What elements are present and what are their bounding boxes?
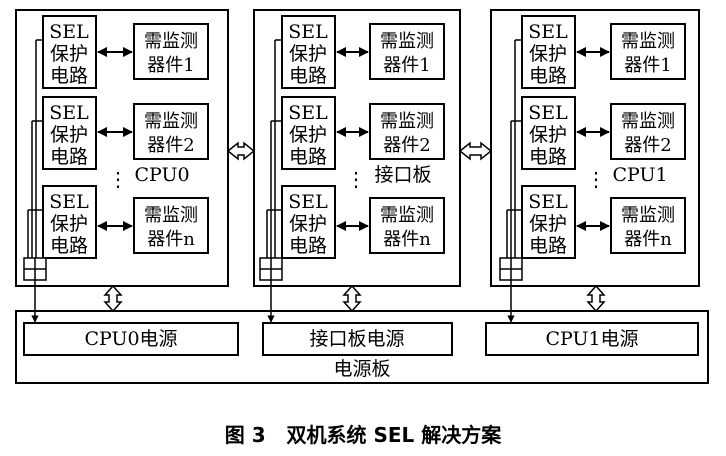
monitored-device-box: 需监测 器件2 (133, 103, 209, 160)
monitored-device-box: 需监测 器件n (133, 197, 209, 254)
sel-protection-circuit: SEL 保护 电路 (42, 96, 97, 170)
monitored-device-box: 需监测 器件n (610, 197, 686, 254)
svg-text:保护: 保护 (529, 124, 567, 146)
power-connector-icon (499, 257, 523, 281)
power-link-arrow (586, 284, 606, 313)
power-link-arrow (342, 284, 362, 313)
svg-text:保护: 保护 (529, 213, 567, 235)
svg-text:需监测: 需监测 (144, 111, 198, 132)
module-label: CPU0 (134, 164, 189, 186)
figure-caption: 图 3 双机系统 SEL 解决方案 (225, 423, 503, 447)
power-bus (27, 39, 43, 258)
svg-text:SEL: SEL (528, 191, 568, 213)
svg-text:电路: 电路 (529, 65, 567, 87)
svg-text:器件2: 器件2 (147, 135, 194, 156)
svg-text:需监测: 需监测 (144, 31, 198, 52)
sel-protection-circuit: SEL 保护 电路 (521, 96, 576, 170)
svg-text:CPU1电源: CPU1电源 (545, 328, 638, 350)
sel-protection-circuit: SEL 保护 电路 (281, 15, 336, 89)
power-supply-box: CPU1电源 (485, 322, 699, 356)
power-supply-box: CPU0电源 (23, 322, 239, 356)
power-bus (506, 39, 522, 258)
monitored-device-box: 需监测 器件2 (610, 103, 686, 160)
svg-text:需监测: 需监测 (380, 205, 434, 226)
svg-text:CPU0电源: CPU0电源 (84, 328, 177, 350)
svg-text:SEL: SEL (288, 191, 328, 213)
svg-text:器件2: 器件2 (383, 135, 430, 156)
sel-protection-circuit: SEL 保护 电路 (42, 185, 97, 259)
monitored-device-box: 需监测 器件1 (369, 23, 445, 80)
svg-text:电路: 电路 (289, 146, 327, 168)
svg-text:需监测: 需监测 (380, 31, 434, 52)
svg-text:电路: 电路 (289, 65, 327, 87)
module-link-arrow (458, 141, 493, 161)
svg-text:需监测: 需监测 (621, 111, 675, 132)
power-board-label: 电源板 (333, 358, 390, 380)
power-supply-box: 接口板电源 (262, 322, 453, 356)
svg-text:SEL: SEL (288, 102, 328, 124)
svg-text:器件n: 器件n (624, 229, 672, 250)
svg-text:保护: 保护 (50, 124, 88, 146)
sel-protection-circuit: SEL 保护 电路 (521, 15, 576, 89)
svg-text:SEL: SEL (528, 102, 568, 124)
svg-text:器件n: 器件n (383, 229, 431, 250)
svg-text:电路: 电路 (529, 235, 567, 257)
sel-protection-circuit: SEL 保护 电路 (42, 15, 97, 89)
sel-protection-circuit: SEL 保护 电路 (281, 185, 336, 259)
power-connector-icon (259, 257, 283, 281)
svg-text:电路: 电路 (50, 65, 88, 87)
svg-text:需监测: 需监测 (144, 205, 198, 226)
power-connector-icon (23, 257, 47, 281)
module-label: CPU1 (612, 164, 667, 186)
power-link-arrow (103, 284, 123, 313)
svg-text:SEL: SEL (49, 102, 89, 124)
svg-text:SEL: SEL (49, 191, 89, 213)
svg-text:电路: 电路 (529, 146, 567, 168)
cpu1-module: SEL 保护 电路 SEL 保护 电路 SEL 保护 电路 需监测 器件1 需监… (490, 9, 700, 323)
power-board: CPU0电源 接口板电源 CPU1电源 电源板 (15, 310, 709, 384)
svg-text:器件1: 器件1 (147, 55, 194, 76)
power-bus (266, 39, 282, 258)
svg-text:接口板电源: 接口板电源 (309, 328, 404, 350)
interface-board-module: SEL 保护 电路 SEL 保护 电路 SEL 保护 电路 需监测 器件1 需监… (253, 9, 461, 323)
svg-text:SEL: SEL (528, 21, 568, 43)
monitored-device-box: 需监测 器件1 (610, 23, 686, 80)
monitored-device-box: 需监测 器件n (369, 197, 445, 254)
svg-text:保护: 保护 (289, 124, 327, 146)
svg-text:器件n: 器件n (147, 229, 195, 250)
ellipsis: ⋮ (108, 167, 128, 191)
svg-text:保护: 保护 (529, 43, 567, 65)
svg-text:电路: 电路 (50, 146, 88, 168)
monitored-device-box: 需监测 器件1 (133, 23, 209, 80)
svg-text:器件1: 器件1 (624, 55, 671, 76)
svg-text:SEL: SEL (49, 21, 89, 43)
module-label: 接口板 (374, 164, 431, 186)
svg-text:电路: 电路 (50, 235, 88, 257)
svg-text:SEL: SEL (288, 21, 328, 43)
ellipsis: ⋮ (346, 167, 366, 191)
svg-text:需监测: 需监测 (380, 111, 434, 132)
svg-text:保护: 保护 (50, 43, 88, 65)
sel-protection-circuit: SEL 保护 电路 (521, 185, 576, 259)
module-link-arrow (226, 141, 256, 161)
sel-protection-circuit: SEL 保护 电路 (281, 96, 336, 170)
svg-text:器件1: 器件1 (383, 55, 430, 76)
ellipsis: ⋮ (586, 167, 606, 191)
svg-text:器件2: 器件2 (624, 135, 671, 156)
cpu0-module: SEL 保护 电路 SEL 保护 电路 SEL 保护 电路 需监测 器件1 需监… (15, 9, 229, 323)
monitored-device-box: 需监测 器件2 (369, 103, 445, 160)
svg-text:保护: 保护 (289, 213, 327, 235)
svg-text:需监测: 需监测 (621, 205, 675, 226)
svg-text:需监测: 需监测 (621, 31, 675, 52)
svg-text:电路: 电路 (289, 235, 327, 257)
svg-text:保护: 保护 (50, 213, 88, 235)
svg-text:保护: 保护 (289, 43, 327, 65)
